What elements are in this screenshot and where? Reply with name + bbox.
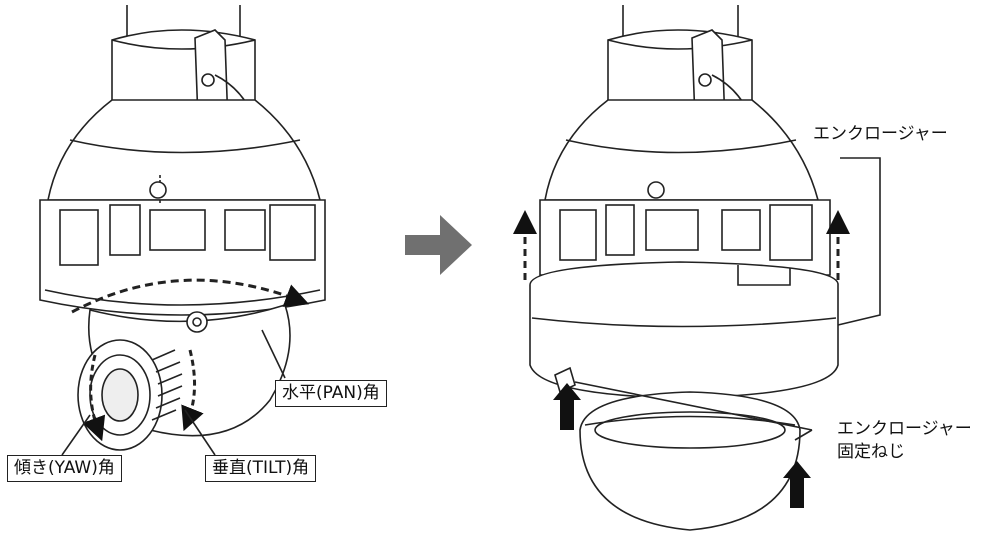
pan-angle-label: 水平(PAN)角 [275,380,387,407]
enclosure-screw-label-line2: 固定ねじ [837,442,905,462]
enclosure-screw-label-line1: エンクロージャー [837,419,972,439]
up-arrow-icon [553,383,811,508]
tilt-angle-label: 垂直(TILT)角 [205,455,317,482]
enclosure-label: エンクロージャー [813,124,948,144]
left-camera-illustration [39,5,326,456]
right-arrow-icon [405,215,472,275]
right-camera-illustration [513,5,881,531]
yaw-angle-label: 傾き(YAW)角 [7,455,122,482]
